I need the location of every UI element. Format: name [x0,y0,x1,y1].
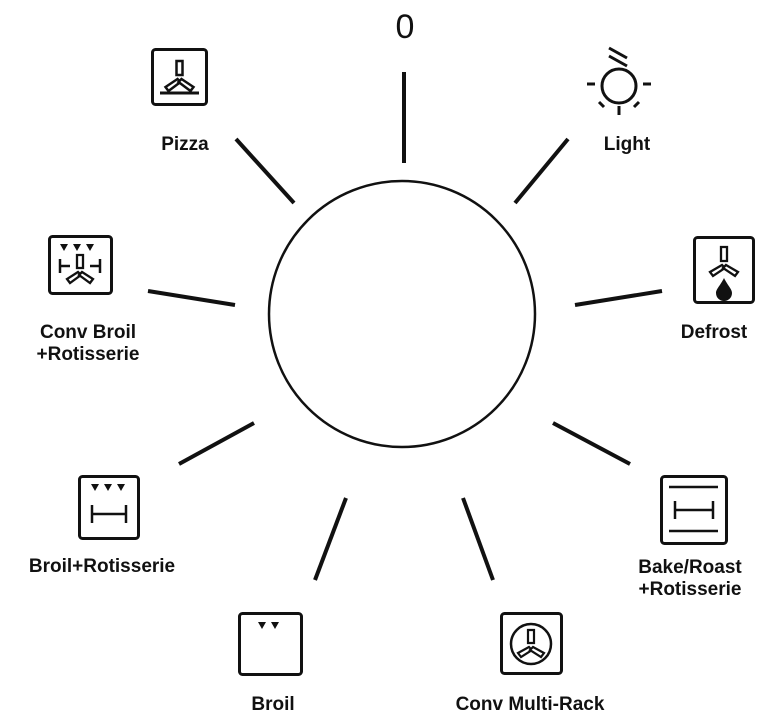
mode-label-defrost[interactable]: Defrost [680,322,748,343]
mode-label-bake-roast-rotisserie[interactable]: Bake/Roast +Rotisserie [638,557,742,600]
tick-light [513,137,570,205]
defrost-fan-drop-icon[interactable] [693,236,755,304]
light-bulb-icon[interactable] [587,46,651,115]
tick-broil [313,497,348,581]
tick-broil-rotisserie [178,421,255,466]
mode-label-conv-broil-rotisserie[interactable]: Conv Broil +Rotisserie [36,322,140,365]
mode-label-conv-multi-rack[interactable]: Conv Multi-Rack [455,694,605,715]
dial-knob[interactable] [267,179,537,449]
mode-label-pizza[interactable]: Pizza [161,134,209,155]
tick-conv-broil-rotisserie [147,289,236,307]
bake-roast-rotisserie-icon[interactable] [660,475,728,545]
conv-broil-rotisserie-icon[interactable] [48,235,113,295]
dial-ticks [147,72,663,581]
conv-multi-rack-fan-icon[interactable] [500,612,563,675]
broil-rotisserie-icon[interactable] [78,475,140,540]
tick-pizza [234,137,296,205]
tick-conv-multi-rack [461,497,495,581]
tick-bake-roast-rotisserie [552,421,631,466]
mode-label-broil[interactable]: Broil [251,694,295,715]
mode-label-broil-rotisserie[interactable]: Broil+Rotisserie [28,556,176,577]
off-position-label[interactable]: 0 [395,8,415,46]
pizza-fan-icon[interactable] [151,48,208,106]
mode-label-light[interactable]: Light [603,134,651,155]
tick-defrost [574,289,663,307]
broil-icon[interactable] [238,612,303,676]
